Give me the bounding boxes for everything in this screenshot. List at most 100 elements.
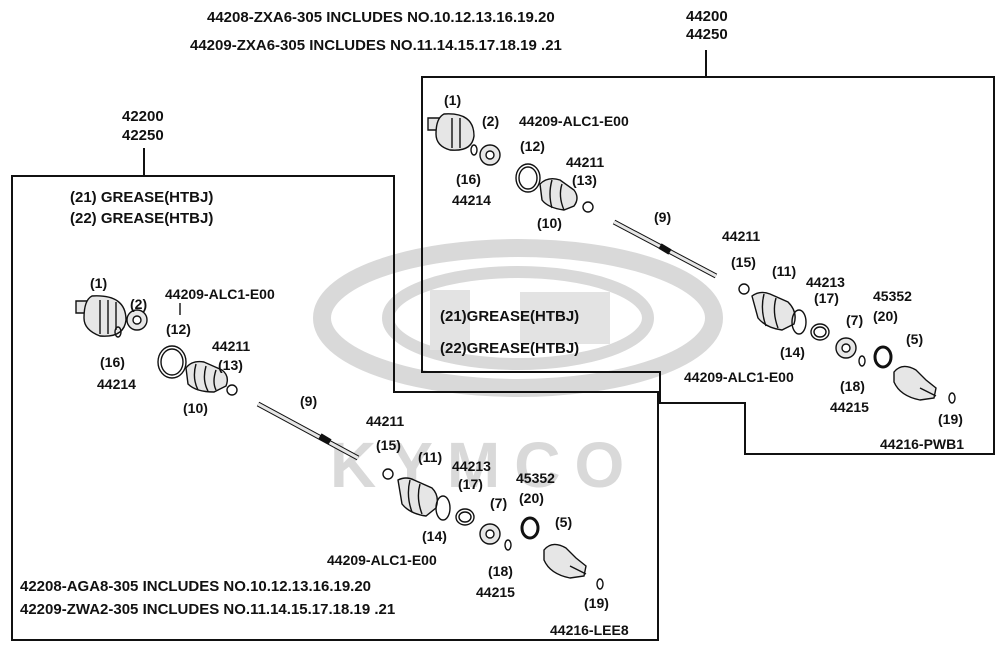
right-boot-11 xyxy=(751,291,796,331)
right-label-44211-a: 44211 xyxy=(566,154,605,170)
left-ring-17 xyxy=(455,508,475,526)
left-label-13: (13) xyxy=(218,357,243,373)
right-outer-cv-joint xyxy=(427,113,475,151)
left-label-5: (5) xyxy=(555,514,573,530)
watermark-text: KYMCO xyxy=(330,429,638,501)
left-boot-band-12 xyxy=(157,345,187,379)
left-grease-21: (21) GREASE(HTBJ) xyxy=(70,189,214,206)
right-ref-1: 44200 xyxy=(686,8,728,25)
left-clip-16 xyxy=(114,326,122,338)
right-label-44216: 44216-PWB1 xyxy=(880,436,965,452)
left-label-10: (10) xyxy=(183,400,208,416)
right-inner-race-7 xyxy=(835,337,857,359)
left-boot-11 xyxy=(397,477,439,517)
right-label-2: (2) xyxy=(482,113,500,129)
left-label-44211-a: 44211 xyxy=(212,338,251,354)
right-grease-22: (22)GREASE(HTBJ) xyxy=(440,340,580,357)
left-clip-18 xyxy=(504,539,512,551)
right-grease-21: (21)GREASE(HTBJ) xyxy=(440,308,580,325)
right-label-9: (9) xyxy=(654,209,672,225)
right-group-frame xyxy=(421,76,995,455)
left-label-17: (17) xyxy=(458,476,483,492)
watermark-logo xyxy=(313,239,723,397)
right-label-44214: 44214 xyxy=(452,192,491,208)
right-parts xyxy=(427,113,956,404)
left-label-12: (12) xyxy=(166,321,191,337)
left-inner-race-7 xyxy=(479,523,501,545)
left-boot-10 xyxy=(185,360,229,393)
left-ring-20 xyxy=(520,516,540,540)
right-inner-race xyxy=(479,144,501,166)
right-label-alc1-bottom: 44209-ALC1-E00 xyxy=(684,369,794,385)
left-grease-22: (22) GREASE(HTBJ) xyxy=(70,210,214,227)
right-boot-10 xyxy=(539,177,578,211)
left-label-20: (20) xyxy=(519,490,544,506)
right-label-10: (10) xyxy=(537,215,562,231)
left-label-14: (14) xyxy=(422,528,447,544)
left-label-18: (18) xyxy=(488,563,513,579)
left-label-alc1-bottom: 44209-ALC1-E00 xyxy=(327,552,437,568)
right-boot-band-12 xyxy=(515,163,541,193)
right-label-11: (11) xyxy=(772,263,797,279)
left-label-9: (9) xyxy=(300,393,318,409)
right-label-7: (7) xyxy=(846,312,864,328)
right-label-44211-b: 44211 xyxy=(722,228,761,244)
right-label-12: (12) xyxy=(520,138,545,154)
left-inner-race xyxy=(126,309,148,331)
header-kit-line-2: 44209-ZXA6-305 INCLUDES NO.11.14.15.17.1… xyxy=(190,37,562,54)
left-label-11: (11) xyxy=(418,449,443,465)
right-label-1: (1) xyxy=(444,92,462,108)
left-label-44213: 44213 xyxy=(452,458,491,474)
right-band-15 xyxy=(738,283,750,295)
left-label-44216: 44216-LEE8 xyxy=(550,622,629,638)
left-label-44215: 44215 xyxy=(476,584,515,600)
left-outer-joint-5 xyxy=(543,543,587,579)
left-clip-19 xyxy=(596,578,604,590)
left-outer-cv-joint xyxy=(75,295,127,337)
left-ring-14 xyxy=(435,495,451,521)
left-label-1: (1) xyxy=(90,275,108,291)
left-label-45352: 45352 xyxy=(516,470,555,486)
left-band-15 xyxy=(382,468,394,480)
right-label-5: (5) xyxy=(906,331,924,347)
right-label-15: (15) xyxy=(731,254,756,270)
left-label-19: (19) xyxy=(584,595,609,611)
right-label-44215: 44215 xyxy=(830,399,869,415)
left-label-44214: 44214 xyxy=(97,376,136,392)
right-ring-20 xyxy=(873,345,893,369)
left-footer-kit-2: 42209-ZWA2-305 INCLUDES NO.11.14.15.17.1… xyxy=(20,601,396,618)
right-clip-16 xyxy=(470,144,478,156)
right-label-20: (20) xyxy=(873,308,898,324)
right-clip-19 xyxy=(948,392,956,404)
left-ref-1: 42200 xyxy=(122,108,164,125)
right-band-13 xyxy=(582,201,594,213)
left-ref-2: 42250 xyxy=(122,127,164,144)
right-label-44213: 44213 xyxy=(806,274,845,290)
right-label-13: (13) xyxy=(572,172,597,188)
right-label-45352: 45352 xyxy=(873,288,912,304)
right-clip-18 xyxy=(858,355,866,367)
left-group-frame xyxy=(11,175,659,641)
left-footer-kit-1: 42208-AGA8-305 INCLUDES NO.10.12.13.16.1… xyxy=(20,578,372,595)
right-shaft-9 xyxy=(612,219,718,279)
frame-lines xyxy=(11,50,995,641)
right-label-19: (19) xyxy=(938,411,963,427)
left-label-16: (16) xyxy=(100,354,125,370)
right-ref-2: 44250 xyxy=(686,26,728,43)
left-shaft-9 xyxy=(256,401,360,461)
left-label-15: (15) xyxy=(376,437,401,453)
header-kit-line-1: 44208-ZXA6-305 INCLUDES NO.10.12.13.16.1… xyxy=(207,9,555,26)
left-label-7: (7) xyxy=(490,495,508,511)
right-outer-joint-5 xyxy=(893,365,937,401)
right-ring-17 xyxy=(810,323,830,341)
right-ring-14 xyxy=(791,309,807,335)
right-label-alc1-top: 44209-ALC1-E00 xyxy=(519,113,629,129)
right-label-17: (17) xyxy=(814,290,839,306)
right-label-14: (14) xyxy=(780,344,805,360)
left-parts xyxy=(75,295,604,590)
left-label-alc1-top: 44209-ALC1-E00 xyxy=(165,286,275,302)
right-label-18: (18) xyxy=(840,378,865,394)
right-label-16: (16) xyxy=(456,171,481,187)
